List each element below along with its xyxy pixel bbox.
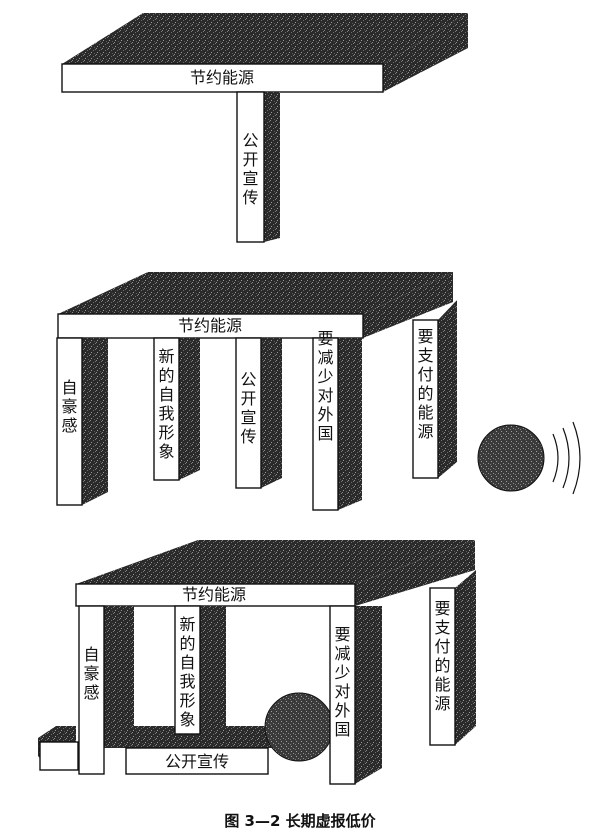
leg-shadow: [264, 92, 280, 242]
tabletop-label: 节约能源: [182, 585, 246, 604]
figure-caption: 图 3—2 长期虚报低价: [224, 812, 376, 830]
leg-label-vertical: 要减少对外国: [317, 329, 333, 443]
fallen-leg-label: 公开宣传: [165, 752, 229, 771]
leg-shadow: [261, 338, 282, 488]
leg-label-vertical: 要减少对外国: [334, 625, 350, 739]
leg-label-vertical: 自豪感: [83, 645, 99, 702]
ball: [478, 425, 544, 491]
leg-label-vertical: 新的自我形象: [179, 615, 195, 729]
frame-shadow: [200, 606, 226, 734]
motion-line: [553, 434, 558, 482]
motion-line: [563, 428, 569, 488]
leg-label-vertical: 新的自我形象: [158, 347, 174, 461]
diagram-table-five-legs: 节约能源 自豪感 新的自我形象 公开宣传 要减少对外国 要支付的能源: [57, 272, 580, 510]
leg-shadow: [455, 570, 476, 745]
leg-shadow: [179, 338, 200, 480]
diagram-table-fallen-leg: 节约能源 自豪感 新的自我形象 公开宣传 要减少对外国 要支付的能源: [38, 540, 476, 784]
fallen-block-front: [40, 742, 78, 770]
tabletop-label: 节约能源: [178, 316, 242, 335]
leg-label-vertical: 要支付的能源: [434, 599, 450, 713]
leg-label-vertical: 要支付的能源: [417, 327, 433, 441]
leg-shadow: [338, 338, 362, 510]
tabletop-label: 节约能源: [190, 68, 254, 87]
frame-shadow: [104, 606, 134, 745]
diagram-table-one-leg: 节约能源 公开宣传: [62, 13, 468, 242]
leg-shadow: [355, 606, 382, 784]
leg-label-vertical: 自豪感: [61, 378, 77, 435]
leg-shadow: [82, 338, 108, 505]
leg-shadow: [438, 300, 457, 478]
leg-label-vertical: 公开宣传: [242, 131, 258, 207]
motion-line: [573, 422, 580, 494]
ball: [265, 693, 333, 761]
leg-label-vertical: 公开宣传: [240, 370, 256, 446]
